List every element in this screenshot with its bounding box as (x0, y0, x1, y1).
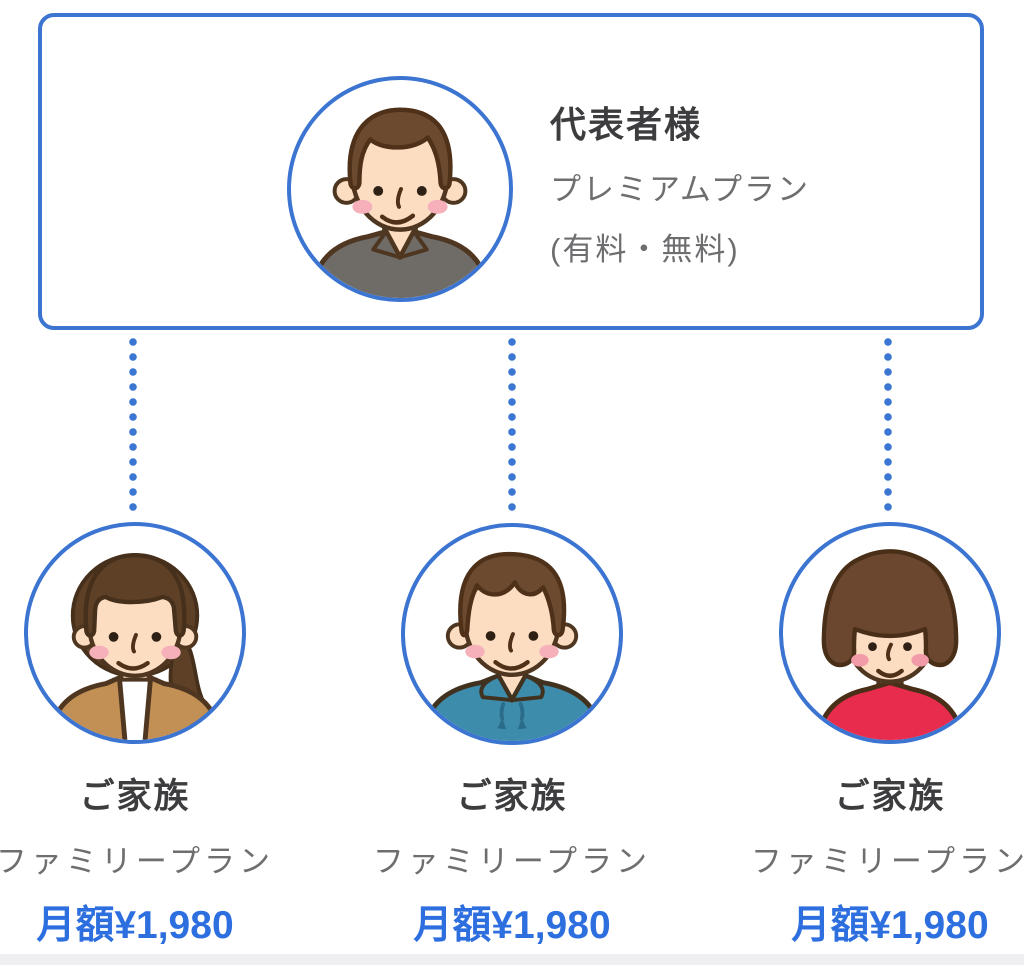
member-price: 月額¥1,980 (36, 904, 234, 947)
man-illustration-icon (312, 107, 488, 298)
member-plan: ファミリープラン (750, 844, 1024, 879)
member-info: ご家族 ファミリープラン 月額¥1,980 (710, 778, 1024, 947)
dotted-connector-right (884, 338, 892, 514)
section-divider (0, 954, 1024, 965)
member-plan: ファミリープラン (0, 844, 275, 879)
representative-plan: プレミアムプラン (550, 172, 810, 207)
member-plan: ファミリープラン (372, 844, 652, 879)
representative-plan-note: (有料・無料) (550, 232, 740, 267)
member-info: ご家族 ファミリープラン 月額¥1,980 (332, 778, 692, 947)
young-man-illustration-icon (423, 551, 601, 741)
member-price: 月額¥1,980 (413, 904, 611, 947)
member-avatar (401, 523, 623, 745)
woman-illustration-icon (50, 552, 220, 740)
member-info: ご家族 ファミリープラン 月額¥1,980 (0, 778, 315, 947)
representative-card: 代表者様 プレミアムプラン (有料・無料) (38, 13, 984, 330)
representative-avatar (287, 76, 513, 302)
member-label: ご家族 (79, 777, 191, 816)
dotted-connector-middle (508, 338, 516, 514)
member-label: ご家族 (834, 777, 946, 816)
member-label: ご家族 (456, 777, 568, 816)
member-price: 月額¥1,980 (791, 904, 989, 947)
representative-title: 代表者様 (550, 104, 703, 145)
girl-illustration-icon (817, 549, 963, 740)
member-avatar (24, 522, 246, 744)
member-avatar (779, 522, 1001, 744)
dotted-connector-left (129, 338, 137, 514)
representative-info: 代表者様 プレミアムプラン (有料・無料) (550, 105, 810, 268)
